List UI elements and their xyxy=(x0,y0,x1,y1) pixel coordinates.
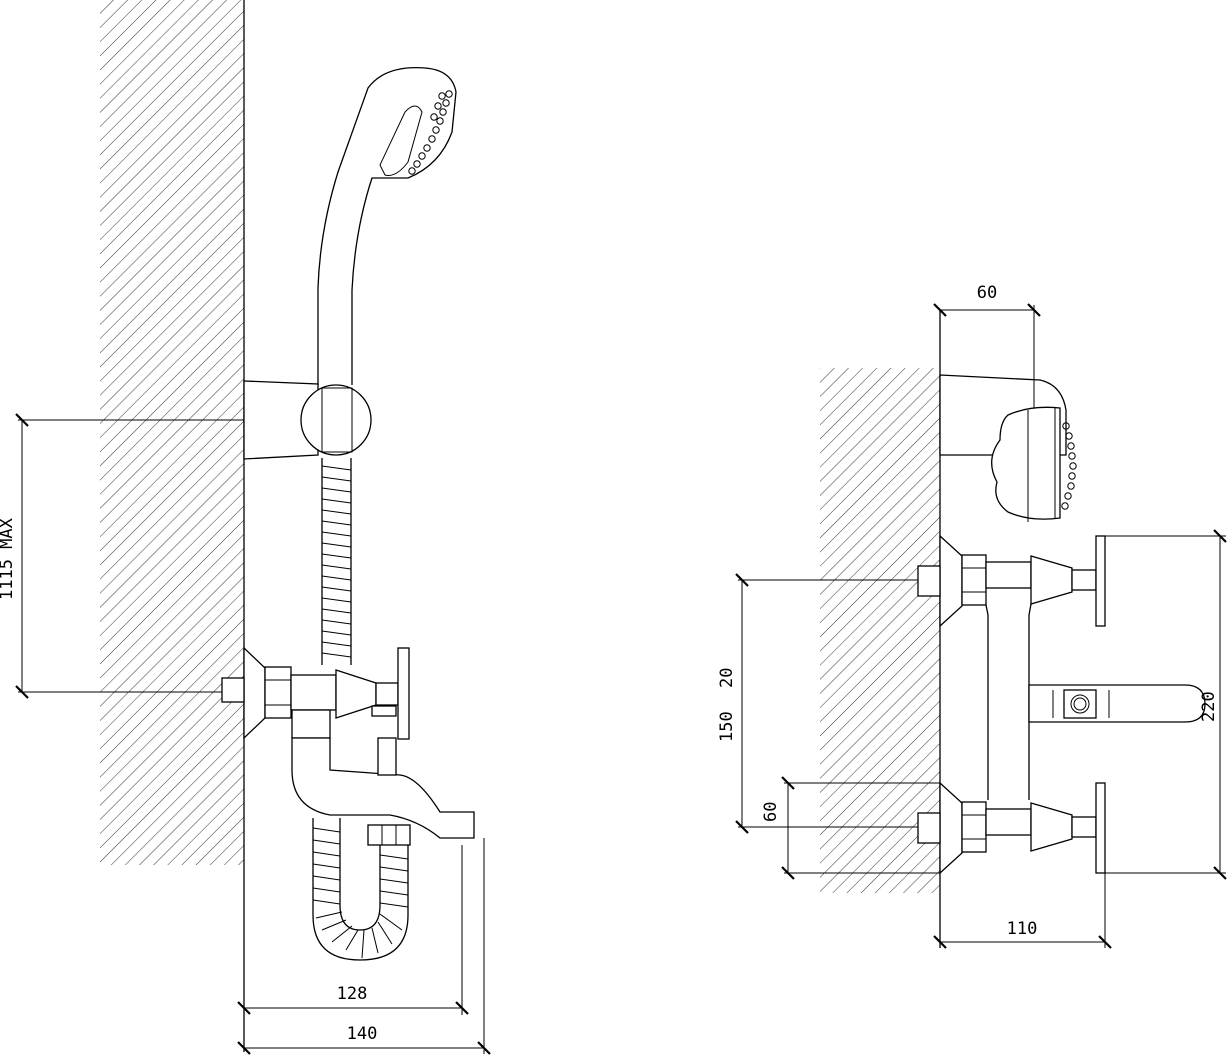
valve-lower xyxy=(917,781,1106,875)
dim-label-60-left: 60 xyxy=(761,802,781,822)
mixer-right-body xyxy=(985,603,1206,800)
dim-height-left: 1115 MAX xyxy=(0,413,244,699)
right-wall-hatch xyxy=(820,368,940,893)
shower-nozzles-left xyxy=(408,90,453,175)
dim-140: 140 xyxy=(237,838,491,1055)
dim-110: 110 xyxy=(933,873,1112,949)
dim-220: 220 xyxy=(1105,529,1227,880)
dim-label-128: 128 xyxy=(337,984,368,1004)
right-view: 60 110 150 20 60 xyxy=(717,283,1227,949)
shower-head-top xyxy=(939,374,1077,522)
dim-label-150: 150 xyxy=(717,711,737,742)
dim-60-left: 60 xyxy=(761,776,940,880)
dim-60-top: 60 xyxy=(933,283,1041,408)
dim-label-140: 140 xyxy=(347,1024,378,1044)
left-wall-hatch xyxy=(100,0,244,865)
left-view: 1115 MAX 128 140 xyxy=(0,0,491,1055)
hose-loop xyxy=(312,818,409,961)
hand-shower xyxy=(317,67,457,385)
dim-128: 128 xyxy=(237,845,469,1015)
mixer-left xyxy=(221,646,475,846)
shower-nozzles-right xyxy=(1061,422,1077,510)
dim-label-220: 220 xyxy=(1199,691,1219,722)
dim-label-110: 110 xyxy=(1007,919,1038,939)
valve-upper xyxy=(917,534,1106,628)
dim-label-20: 20 xyxy=(717,668,737,688)
dim-150: 150 20 xyxy=(717,573,918,834)
dim-label-60-top: 60 xyxy=(977,283,997,303)
shower-bracket xyxy=(243,380,372,460)
shower-hose-left xyxy=(321,458,352,665)
dim-label-height: 1115 MAX xyxy=(0,517,17,600)
